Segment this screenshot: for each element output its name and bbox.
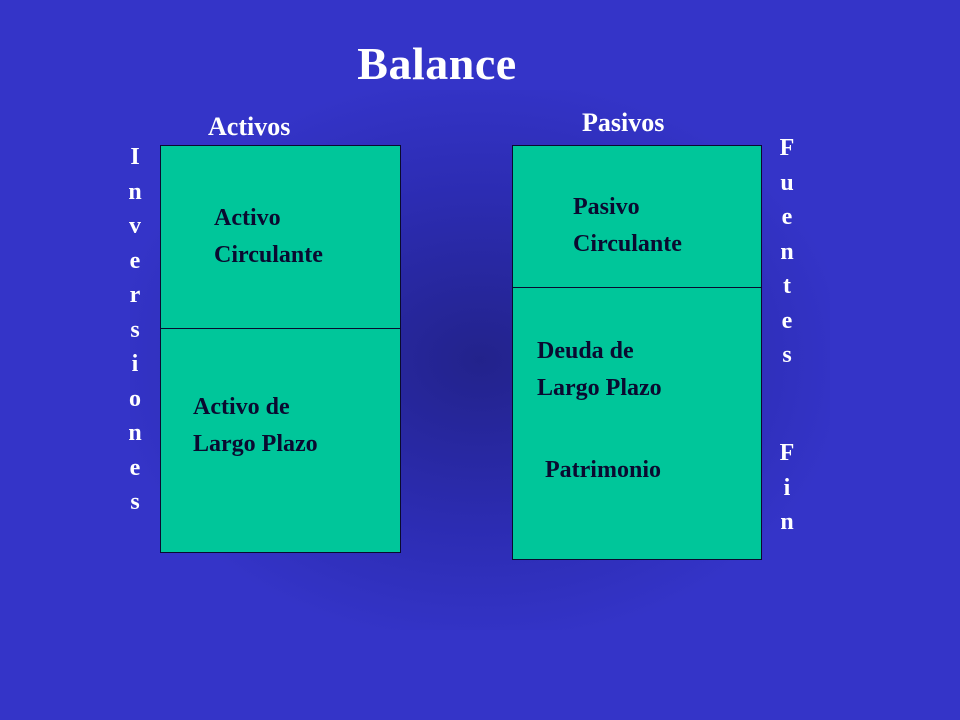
activo-largo-plazo-label: Activo de Largo Plazo: [193, 394, 318, 457]
inversiones-vertical-label: I n v e r s i o n e s: [128, 144, 142, 515]
activos-divider: [160, 328, 401, 329]
patrimonio-label: Patrimonio: [545, 457, 661, 483]
activos-heading: Activos: [208, 112, 291, 141]
pasivos-heading: Pasivos: [582, 108, 665, 137]
fin-vertical-label: F i n: [779, 440, 795, 535]
pasivos-box: [512, 145, 762, 560]
pasivos-divider: [512, 287, 762, 288]
activos-box: [160, 145, 401, 553]
deuda-largo-plazo-label: Deuda de Largo Plazo: [537, 338, 662, 401]
activo-circulante-label: Activo Circulante: [214, 205, 323, 268]
pasivo-circulante-label: Pasivo Circulante: [573, 194, 682, 257]
fuentes-vertical-label: F u e n t e s: [779, 135, 795, 368]
slide-title: Balance: [357, 38, 517, 89]
